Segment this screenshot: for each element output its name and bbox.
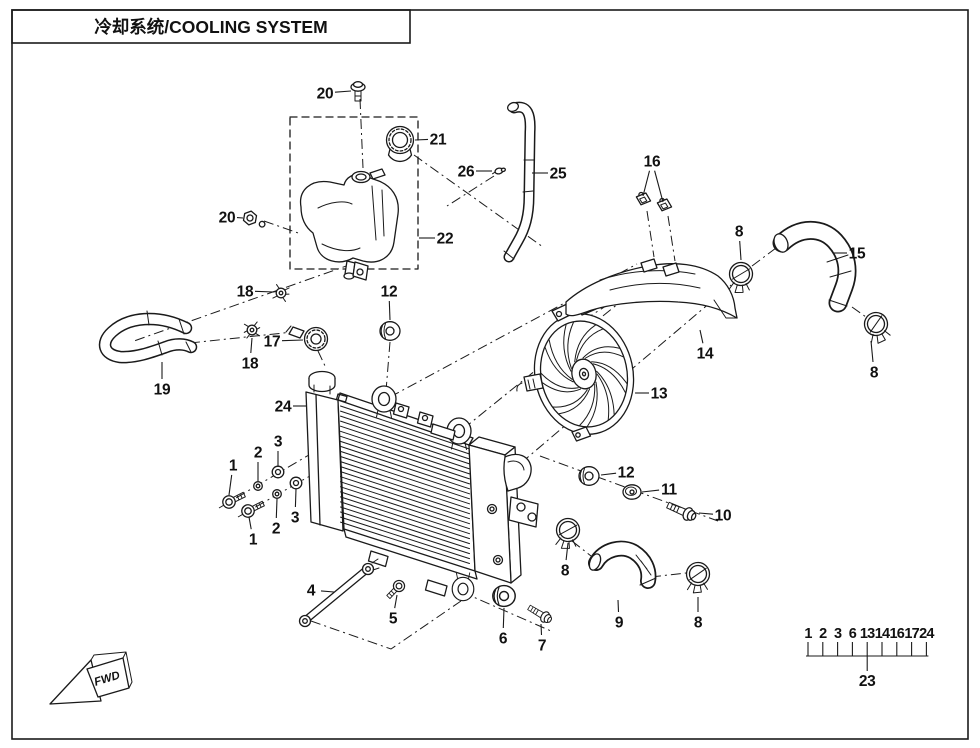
callout-label-2: 2 <box>254 445 262 462</box>
radiator-outlet-pipe <box>503 453 532 492</box>
callout-label-17: 17 <box>264 334 281 351</box>
stay-rod-4 <box>298 558 380 628</box>
callout-label-24: 24 <box>275 399 292 416</box>
reservoir-hose <box>98 310 198 364</box>
coolant-reservoir <box>289 116 419 281</box>
top-bolt-20 <box>350 81 366 102</box>
washers-2 <box>253 481 282 499</box>
callout-label-6: 6 <box>499 631 508 648</box>
callout-label-20: 20 <box>317 86 334 103</box>
callout-label-5: 5 <box>389 611 398 628</box>
page-title: 冷却系统/COOLING SYSTEM <box>94 17 327 37</box>
callout-label-15: 15 <box>849 246 866 263</box>
kit-part-number: 14 <box>875 626 890 642</box>
callout-label-13: 13 <box>651 386 668 403</box>
callout-leader-lines <box>161 90 874 636</box>
callout-label-1: 1 <box>229 458 238 475</box>
callout-label-3: 3 <box>291 510 300 527</box>
callout-label-12: 12 <box>381 284 398 301</box>
radiator <box>305 370 539 602</box>
callout-label-14: 14 <box>697 346 714 363</box>
clip-16b <box>656 196 673 212</box>
callout-label-21: 21 <box>430 132 447 149</box>
fwd-direction-arrow: FWD <box>49 651 133 705</box>
radiator-cap-17 <box>285 325 329 352</box>
bolt-1b <box>239 497 267 520</box>
callout-label-8: 8 <box>735 224 744 241</box>
upper-radiator-hose <box>772 220 857 313</box>
callout-label-7: 7 <box>538 638 546 655</box>
callout-label-2: 2 <box>272 521 280 538</box>
callout-label-8: 8 <box>694 615 703 632</box>
washer-11 <box>622 484 642 500</box>
bolt-10 <box>664 498 699 524</box>
callout-label-16: 16 <box>644 154 661 171</box>
overflow-hose <box>503 101 536 263</box>
kit-part-number: 13 <box>860 626 875 642</box>
reservoir-dashed-box <box>289 116 419 270</box>
reservoir-cap <box>385 125 415 162</box>
nut-20 <box>242 210 266 228</box>
callout-label-3: 3 <box>274 434 283 451</box>
callout-label-18: 18 <box>242 356 259 373</box>
bolt-5 <box>383 577 408 602</box>
callout-label-10: 10 <box>715 508 732 525</box>
kit-number-label: 23 <box>859 673 876 690</box>
fan-shroud-bracket <box>565 258 738 319</box>
kit-part-number: 3 <box>834 626 842 642</box>
lower-radiator-hose <box>588 540 657 589</box>
callout-label-20: 20 <box>219 210 236 227</box>
grommets-3 <box>271 465 303 490</box>
callout-label-9: 9 <box>615 615 624 632</box>
callout-label-11: 11 <box>661 482 677 499</box>
cooling-fan <box>516 298 645 442</box>
callout-label-25: 25 <box>550 166 567 183</box>
callout-label-22: 22 <box>437 231 454 248</box>
callout-label-8: 8 <box>561 563 570 580</box>
clip-26 <box>491 167 506 175</box>
callout-label-4: 4 <box>307 583 316 600</box>
kit-part-number: 1 <box>804 626 812 642</box>
kit-part-number: 17 <box>904 626 919 642</box>
kit-part-number: 24 <box>919 626 934 642</box>
kit-part-number: 2 <box>819 626 827 642</box>
callout-label-12: 12 <box>618 465 635 482</box>
kit-part-number: 16 <box>890 626 905 642</box>
callout-label-19: 19 <box>154 382 171 399</box>
callout-label-26: 26 <box>458 164 475 181</box>
callout-label-18: 18 <box>237 284 254 301</box>
page-border <box>11 9 969 740</box>
title-box <box>11 9 411 44</box>
radiator-fins <box>340 405 470 564</box>
callout-label-1: 1 <box>249 532 258 549</box>
kit-part-number: 6 <box>849 626 857 642</box>
callout-label-8: 8 <box>870 365 879 382</box>
reservoir-filler-neck <box>351 170 371 184</box>
